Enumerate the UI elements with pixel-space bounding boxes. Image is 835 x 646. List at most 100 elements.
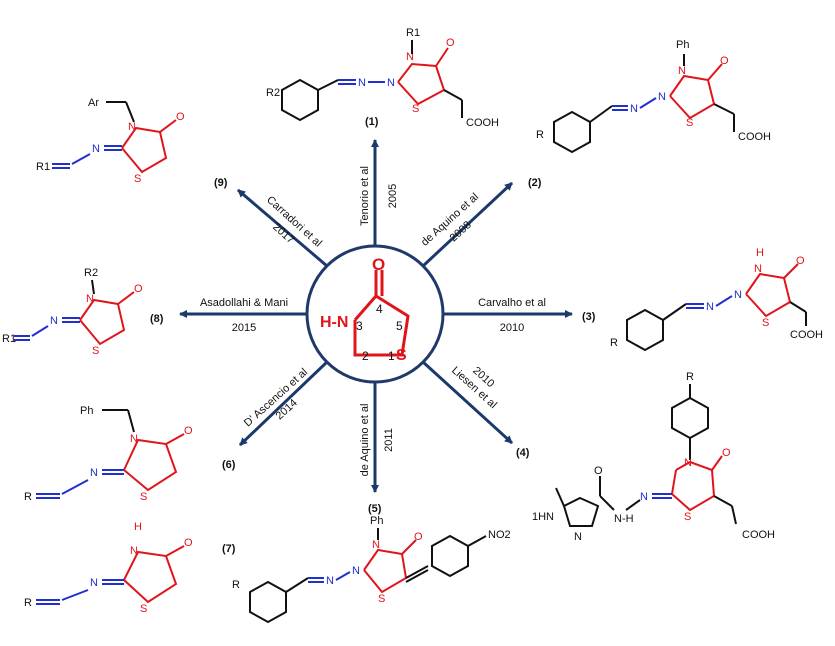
atom-r: R — [24, 597, 32, 609]
bond — [405, 569, 429, 583]
atom-nh: N-H — [614, 513, 634, 525]
core-sulfur: S — [396, 347, 407, 364]
arrows — [179, 139, 573, 493]
core-num-2: 2 — [362, 349, 369, 363]
citation-carvalho-year: 2010 — [500, 322, 524, 334]
arrow-down-left — [238, 360, 329, 447]
bond — [711, 455, 723, 471]
core-thiazolidinone: O H-N S 1 2 3 4 5 — [305, 244, 445, 384]
benzene-ring — [281, 78, 319, 122]
bond — [125, 101, 135, 123]
atom-n: N — [372, 539, 380, 551]
bond — [715, 295, 733, 307]
citation-carvalho: Carvalho et al — [478, 297, 546, 309]
atom-ar: Ar — [88, 97, 99, 109]
atom-r: R — [24, 491, 32, 503]
bond — [731, 505, 737, 525]
thiazolidinone-ring — [123, 550, 178, 604]
bond — [435, 47, 449, 67]
thiazolidinone-ring — [363, 548, 408, 594]
bond — [713, 495, 733, 507]
arrow-up-right — [421, 181, 514, 268]
label-1: (1) — [365, 116, 379, 128]
atom-r2: R2 — [266, 87, 280, 99]
atom-r: R — [686, 371, 694, 383]
bond — [555, 487, 565, 507]
bond — [625, 499, 641, 511]
compound-3: N N O N H S COOH R (3) — [582, 247, 823, 352]
atom-s: S — [140, 491, 147, 503]
thiazolidinone-ring — [397, 62, 446, 106]
bond — [91, 279, 95, 295]
bond — [285, 577, 309, 593]
atom-s: S — [684, 511, 691, 523]
atom-n: N — [734, 289, 742, 301]
atom-no2: NO2 — [488, 529, 511, 541]
atom-r1: R1 — [2, 333, 16, 345]
compound-4: R N O S COOH N N-H O 1HN N (4) — [516, 371, 775, 543]
bond — [789, 301, 807, 313]
atom-n: N — [406, 51, 414, 63]
citation-asadollahi-year: 2015 — [232, 322, 256, 334]
atom-o: O — [722, 447, 731, 459]
atom-o: O — [134, 283, 143, 295]
compound-1: N N O N R1 S COOH R2 (1) — [266, 27, 499, 129]
atom-n: N — [130, 545, 138, 557]
citation-tenorio: Tenorio et al — [359, 166, 371, 226]
label-9: (9) — [214, 177, 228, 189]
atom-n: N — [358, 77, 366, 89]
atom-o: O — [414, 531, 423, 543]
core-num-5: 5 — [396, 319, 403, 333]
thiazolidinone-ring — [745, 272, 792, 318]
atom-ph: Ph — [80, 405, 93, 417]
atom-r: R — [536, 129, 544, 141]
bond — [159, 119, 177, 133]
nitrophenyl-ring — [431, 534, 469, 578]
benzene-ring — [553, 110, 591, 154]
atom-n: N — [706, 301, 714, 313]
atom-h: H — [756, 247, 764, 259]
atom-s: S — [134, 173, 141, 185]
atom-n: N — [90, 467, 98, 479]
bond — [127, 409, 135, 433]
citation-de-aquino-2011: de Aquino et al — [359, 404, 371, 477]
atom-h: H — [134, 521, 142, 533]
atom-r: R — [610, 337, 618, 349]
compound-5: N N O N Ph S NO2 R (5) — [232, 503, 511, 624]
core-num-3: 3 — [356, 319, 363, 333]
citation-asadollahi: Asadollahi & Mani — [200, 297, 288, 309]
core-nh: H-N — [320, 314, 348, 331]
atom-cooh: COOH — [466, 117, 499, 129]
bond — [599, 495, 615, 511]
atom-n: N — [128, 121, 136, 133]
compound-2: N N O N Ph S COOH R (2) — [528, 39, 771, 189]
label-6: (6) — [222, 459, 236, 471]
thiazolidinone-ring — [79, 298, 126, 346]
label-8: (8) — [150, 313, 164, 325]
atom-n: N — [130, 433, 138, 445]
atom-o: O — [184, 425, 193, 437]
compound-6: Ph N O S N R (6) — [24, 405, 236, 503]
bond — [639, 97, 657, 109]
atom-cooh: COOH — [742, 529, 775, 541]
compound-7: H N O S N R (7) — [24, 521, 236, 615]
bond — [467, 535, 487, 547]
benzene-ring — [249, 580, 287, 624]
atom-o: O — [796, 255, 805, 267]
label-5: (5) — [368, 503, 382, 515]
label-7: (7) — [222, 543, 236, 555]
compound-9: Ar N O S N R1 (9) — [36, 97, 228, 189]
benzene-ring — [671, 396, 709, 440]
atom-n: N — [90, 577, 98, 589]
bond — [61, 479, 89, 495]
atom-n: N — [352, 565, 360, 577]
bond — [443, 89, 463, 101]
atom-n: N — [658, 91, 666, 103]
atom-cooh: COOH — [790, 329, 823, 341]
atom-ph: Ph — [676, 39, 689, 51]
atom-s: S — [378, 593, 385, 605]
bond — [31, 325, 49, 337]
atom-o: O — [446, 37, 455, 49]
atom-n: N — [574, 531, 582, 543]
